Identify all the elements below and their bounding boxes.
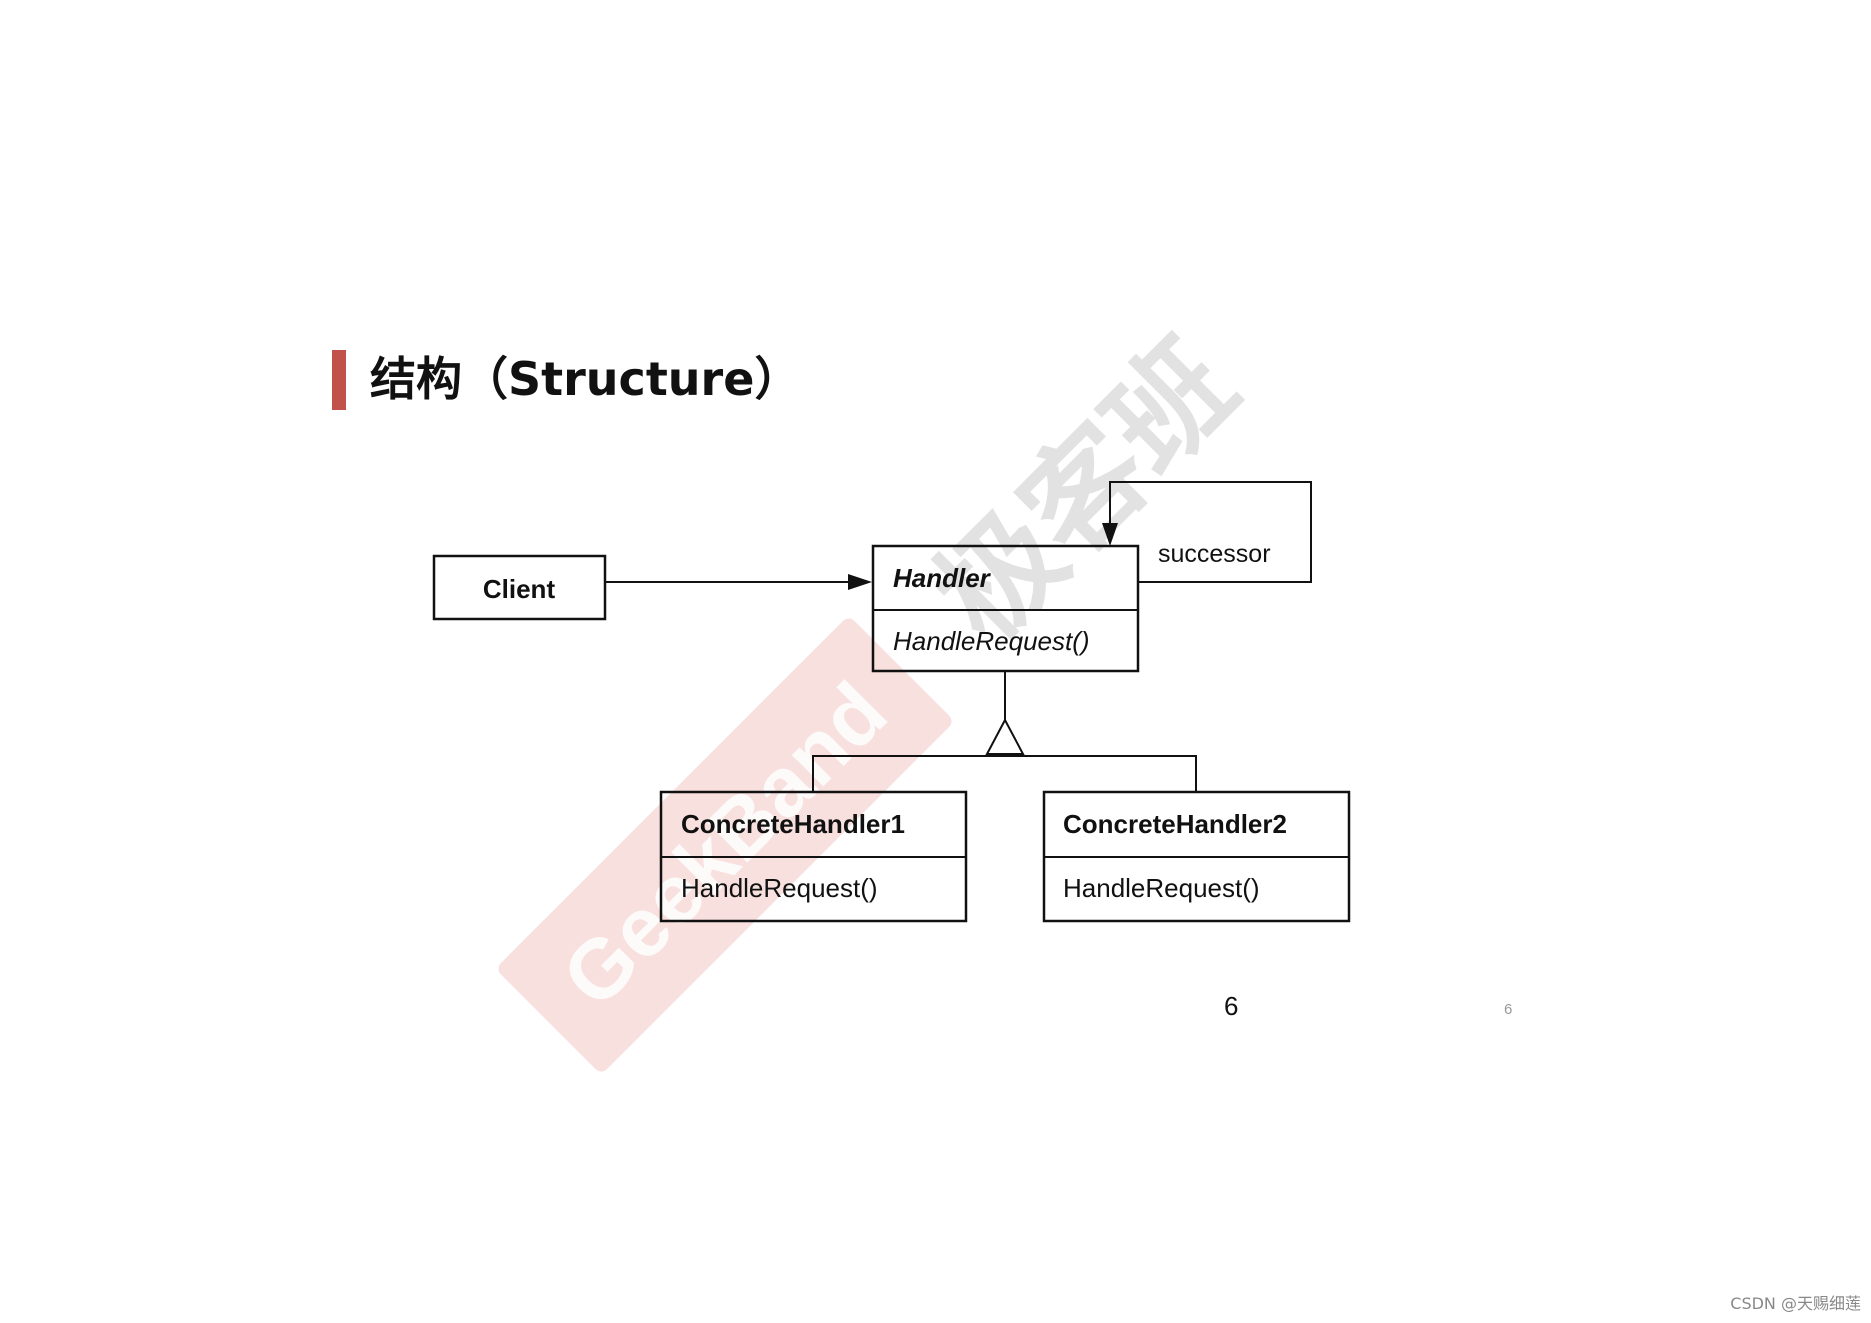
page-number: 6 bbox=[1224, 991, 1239, 1021]
handler-class-name: Handler bbox=[893, 563, 992, 593]
svg-text:GeekBand: GeekBand bbox=[544, 664, 904, 1024]
geekband-watermark: GeekBand 极客班 bbox=[498, 315, 1263, 1072]
concrete-handler1-method: HandleRequest() bbox=[681, 873, 878, 903]
concrete-handler2-class: ConcreteHandler2 HandleRequest() bbox=[1042, 790, 1351, 923]
concrete-handler2-method: HandleRequest() bbox=[1063, 873, 1260, 903]
client-class-name: Client bbox=[483, 574, 556, 604]
concrete-handler1-class: ConcreteHandler1 HandleRequest() bbox=[659, 790, 968, 923]
title-accent-bar bbox=[332, 350, 346, 410]
concrete-handler1-name: ConcreteHandler1 bbox=[681, 809, 905, 839]
client-handler-association bbox=[605, 574, 872, 590]
concrete-handler2-name: ConcreteHandler2 bbox=[1063, 809, 1287, 839]
slide-title: 结构（Structure） bbox=[370, 352, 801, 406]
client-class: Client bbox=[432, 554, 607, 621]
svg-text:极客班: 极客班 bbox=[910, 315, 1263, 668]
successor-association: successor bbox=[1102, 481, 1312, 583]
successor-label: successor bbox=[1158, 540, 1271, 568]
source-credit: CSDN @天赐细莲 bbox=[1730, 1294, 1861, 1313]
handler-method: HandleRequest() bbox=[893, 626, 1090, 656]
page-number-small: 6 bbox=[1504, 1001, 1513, 1018]
handler-class: Handler HandleRequest() bbox=[871, 544, 1140, 673]
inheritance-connector bbox=[812, 671, 1197, 792]
